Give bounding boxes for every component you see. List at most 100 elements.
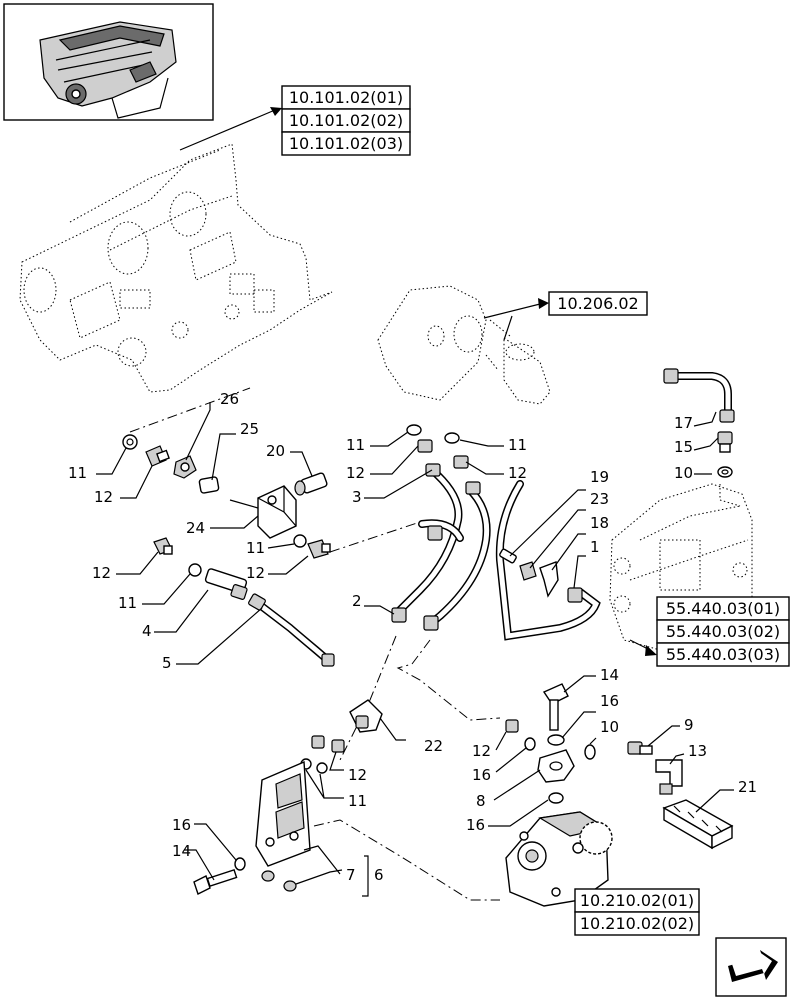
part-7-cap[interactable] <box>261 870 297 892</box>
callout-16: 16 <box>466 816 485 834</box>
ref-label: 55.440.03(02) <box>666 622 780 641</box>
leader-arrow-icon <box>270 107 282 116</box>
ref-10-210-02-01[interactable]: 10.210.02(01) <box>574 888 700 913</box>
callout-10: 10 <box>674 464 693 482</box>
ref-label: 10.210.02(02) <box>580 914 694 933</box>
connector-line <box>313 819 500 901</box>
callout-16: 16 <box>172 816 191 834</box>
part-9-union[interactable] <box>627 741 653 755</box>
part-8-banjo[interactable] <box>537 749 575 783</box>
part-17-pipe[interactable] <box>663 368 735 423</box>
part-16-washer-d[interactable] <box>234 857 246 871</box>
part-6-housing[interactable] <box>255 760 311 867</box>
part-10-washer[interactable] <box>717 466 733 478</box>
part-16-washer-c[interactable] <box>548 792 564 804</box>
callout-9: 9 <box>684 716 694 734</box>
callout-20: 20 <box>266 442 285 460</box>
part-12-union-c[interactable] <box>153 537 173 555</box>
callout-10: 10 <box>600 718 619 736</box>
callout-21: 21 <box>738 778 757 796</box>
part-26-nut[interactable] <box>173 455 197 479</box>
callout-leaders <box>96 402 734 897</box>
part-14-bolt-a[interactable] <box>542 683 569 731</box>
part-16-washer-a[interactable] <box>547 734 565 746</box>
callout-11: 11 <box>346 436 365 454</box>
part-11-washer-d[interactable] <box>406 424 422 436</box>
callout-16: 16 <box>472 766 491 784</box>
ref-10-101-02-03[interactable]: 10.101.02(03) <box>281 131 411 156</box>
part-12-union-g[interactable] <box>331 739 345 753</box>
part-24-block[interactable] <box>229 485 297 539</box>
callout-11: 11 <box>246 539 265 557</box>
part-13-elbow[interactable] <box>655 759 683 795</box>
part-23-clamp[interactable] <box>519 561 537 581</box>
leader-line <box>179 109 276 151</box>
ref-55-440-03-01[interactable]: 55.440.03(01) <box>656 596 790 621</box>
callout-12: 12 <box>94 488 113 506</box>
part-12-union-d[interactable] <box>417 439 433 453</box>
part-12-union-h[interactable] <box>505 719 519 733</box>
part-11-washer-e[interactable] <box>444 432 460 444</box>
callout-numbers: 26 25 20 24 11 12 11 12 12 11 4 5 11 12 … <box>68 390 757 884</box>
pump-assembly[interactable] <box>505 811 613 907</box>
callout-3: 3 <box>352 488 362 506</box>
callout-16: 16 <box>600 692 619 710</box>
part-19-bolt[interactable] <box>499 548 517 564</box>
callout-8: 8 <box>476 792 486 810</box>
part-12-union-a[interactable] <box>145 445 170 467</box>
ref-10-206-02[interactable]: 10.206.02 <box>548 291 648 316</box>
ref-55-440-03-03[interactable]: 55.440.03(03) <box>656 642 790 667</box>
ref-10-101-02-01[interactable]: 10.101.02(01) <box>281 85 411 110</box>
part-25-sleeve[interactable] <box>198 476 220 494</box>
part-3-pipe[interactable] <box>394 463 464 616</box>
part-21-clip[interactable] <box>662 799 734 850</box>
callout-6: 6 <box>374 866 384 884</box>
part-11-washer-c[interactable] <box>188 563 202 577</box>
ref-label: 10.101.02(01) <box>289 88 403 107</box>
next-page-button[interactable] <box>715 937 787 997</box>
callout-11: 11 <box>118 594 137 612</box>
callout-1: 1 <box>590 538 600 556</box>
callout-14: 14 <box>600 666 619 684</box>
part-18-bracket[interactable] <box>539 561 559 598</box>
callout-23: 23 <box>590 490 609 508</box>
callout-7: 7 <box>346 866 356 884</box>
callout-14: 14 <box>172 842 191 860</box>
part-11-washer-b[interactable] <box>293 534 307 548</box>
ref-label: 55.440.03(01) <box>666 599 780 618</box>
callout-5: 5 <box>162 654 172 672</box>
part-4-adapter[interactable] <box>204 568 248 600</box>
ref-10-210-02-02[interactable]: 10.210.02(02) <box>574 911 700 936</box>
part-5-pipe[interactable] <box>248 593 335 667</box>
callout-4: 4 <box>142 622 152 640</box>
part-16-washer-b[interactable] <box>524 737 536 751</box>
connector-line <box>396 639 501 721</box>
part-2-pipe[interactable] <box>391 481 491 631</box>
part-12-union-b[interactable] <box>307 539 331 559</box>
engine-block-outline <box>19 143 333 393</box>
part-11-washer-a[interactable] <box>122 434 138 450</box>
ref-55-440-03-02[interactable]: 55.440.03(02) <box>656 619 790 644</box>
callout-24: 24 <box>186 519 205 537</box>
ref-10-101-02-02[interactable]: 10.101.02(02) <box>281 108 411 133</box>
part-12-union-f[interactable] <box>311 735 325 749</box>
part-12-union-e[interactable] <box>453 455 469 469</box>
ref-label: 10.210.02(01) <box>580 891 694 910</box>
part-14-bolt-b[interactable] <box>193 868 238 895</box>
ref-label: 10.101.02(02) <box>289 111 403 130</box>
part-15-fitting[interactable] <box>717 431 733 453</box>
engine-thumbnail[interactable] <box>3 3 214 121</box>
callout-12: 12 <box>348 766 367 784</box>
engine-thumbnail-icon <box>39 21 177 119</box>
next-page-arrow-icon <box>728 950 778 982</box>
ref-label: 10.101.02(03) <box>289 134 403 153</box>
part-20-plug[interactable] <box>294 472 328 496</box>
part-10-washer-b[interactable] <box>584 744 596 760</box>
leader-arrow-icon <box>645 645 657 656</box>
callout-11: 11 <box>348 792 367 810</box>
callout-2: 2 <box>352 592 362 610</box>
connector-line <box>129 387 251 433</box>
part-1-pipe[interactable] <box>495 480 601 641</box>
part-22-elbow[interactable] <box>349 699 383 733</box>
